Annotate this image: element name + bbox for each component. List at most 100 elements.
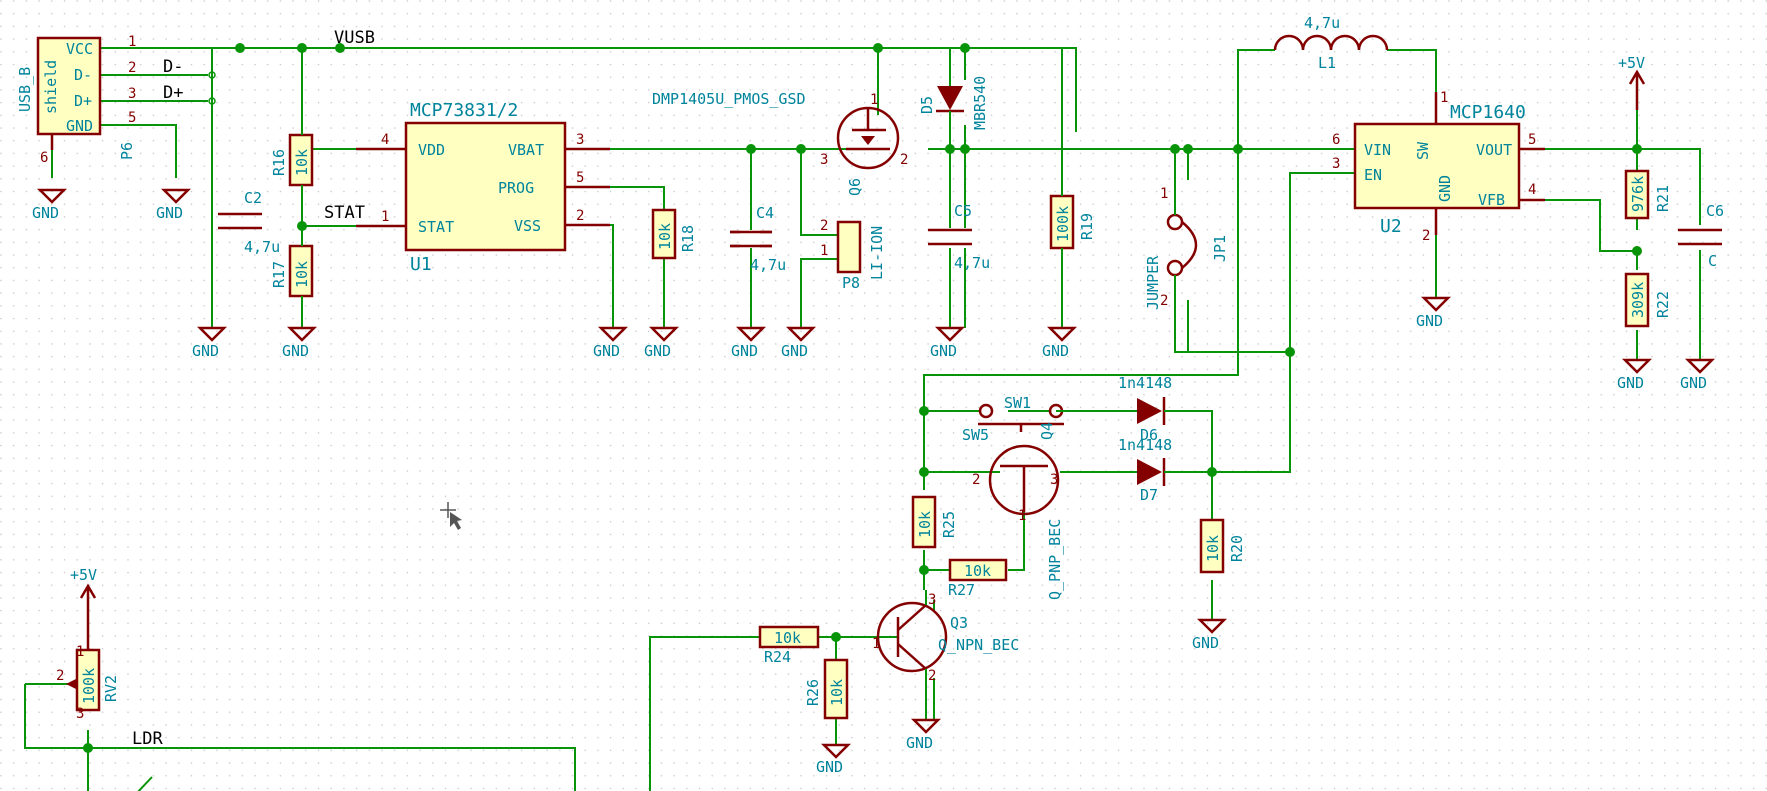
plus5v-symbol: +5V — [1618, 54, 1645, 110]
battery-connector-p8[interactable]: 2 1 P8 LI-ION — [820, 218, 886, 292]
r22-ref: R22 — [1654, 291, 1672, 318]
ic-u2-mcp1640[interactable]: VIN EN VOUT VFB SW GND 6 3 1 5 4 2 MCP16… — [1332, 90, 1545, 244]
capacitor-c2[interactable]: C2 4,7u — [218, 189, 280, 256]
pin-name-vcc: VCC — [66, 40, 93, 58]
resistor-r21[interactable]: 976k R21 — [1624, 169, 1672, 220]
gnd-symbol: GND — [32, 188, 68, 222]
rv2-pin-3: 3 — [76, 706, 84, 722]
gnd-label: GND — [906, 734, 933, 752]
u2-pinnum-6: 6 — [1332, 132, 1340, 148]
gnd-label: GND — [731, 342, 758, 360]
r18-value: 10k — [656, 223, 674, 250]
capacitor-c6[interactable]: C6 C — [1678, 202, 1724, 270]
q3-pin-2: 2 — [928, 668, 936, 684]
p8-pin-2: 2 — [820, 218, 828, 234]
r19-value: 100k — [1054, 206, 1072, 242]
gnd-label: GND — [816, 758, 843, 776]
u2-pinnum-4: 4 — [1528, 182, 1536, 198]
diode-d7[interactable]: 1n4148 D7 — [1118, 436, 1172, 504]
resistor-r18[interactable]: 10k R18 — [651, 208, 697, 260]
gnd-symbol: GND — [781, 326, 817, 360]
jp1-value: JUMPER — [1144, 255, 1162, 310]
usb-value: USB_B — [16, 67, 34, 112]
pin-num-1: 1 — [128, 34, 136, 50]
diode-d6[interactable]: 1n4148 D6 — [1118, 374, 1172, 444]
potentiometer-rv2[interactable]: 2 1 3 100k RV2 — [56, 644, 120, 722]
gnd-label: GND — [1680, 374, 1707, 392]
d6-ref: D6 — [1140, 426, 1158, 444]
gnd-symbol: GND — [930, 326, 966, 360]
u1-pin-stat: STAT — [418, 218, 454, 236]
resistor-r22[interactable]: 309k R22 — [1624, 272, 1672, 328]
q6-pin-3: 3 — [820, 152, 828, 168]
resistor-r26[interactable]: 10k R26 — [804, 658, 849, 720]
pmos-q6[interactable]: 1 3 2 DMP1405U_PMOS_GSD Q6 — [652, 90, 908, 196]
q6-pin-1: 1 — [870, 92, 878, 108]
r27-value: 10k — [964, 562, 991, 580]
q4-pin-1: 1 — [1018, 508, 1026, 524]
c2-ref: C2 — [244, 189, 262, 207]
r24-value: 10k — [774, 629, 801, 647]
sw1-ref: SW1 — [1004, 394, 1031, 412]
npn-transistor-q3[interactable]: 3 1 2 Q3 Q_NPN_BEC — [872, 592, 1019, 684]
c5-value: 4,7u — [954, 254, 990, 272]
mouse-cursor — [440, 502, 462, 530]
q4-pin-2: 2 — [972, 472, 980, 488]
u2-pin-vin: VIN — [1364, 141, 1391, 159]
resistor-r17[interactable]: 10k R17 — [270, 244, 314, 298]
capacitor-c4[interactable]: C4 4,7u — [730, 204, 786, 274]
q3-pin-3: 3 — [928, 592, 936, 608]
gnd-symbol: GND — [593, 326, 629, 360]
power-symbols: GND GND GND GND GND GND GND GND GND GND … — [32, 54, 1716, 776]
usb-shield-label: shield — [42, 60, 60, 114]
u1-pinnum-3: 3 — [576, 132, 584, 148]
ic-u1-mcp73831[interactable]: VDD STAT VBAT PROG VSS 4 1 3 5 2 MCP7383… — [356, 100, 610, 275]
u2-pin-sw: SW — [1414, 141, 1432, 160]
gnd-label: GND — [644, 342, 671, 360]
d7-ref: D7 — [1140, 486, 1158, 504]
u1-pinnum-2: 2 — [576, 208, 584, 224]
u1-pinnum-4: 4 — [381, 132, 389, 148]
r25-value: 10k — [916, 511, 934, 538]
usb-ref: P6 — [118, 142, 136, 160]
c5-ref: C5 — [954, 202, 972, 220]
u1-value: MCP73831/2 — [410, 100, 518, 121]
pnp-transistor-q4[interactable]: 2 3 1 Q4 Q_PNP_BEC — [972, 422, 1064, 600]
net-label-dminus: D- — [163, 57, 183, 77]
gnd-label: GND — [781, 342, 808, 360]
resistor-r20[interactable]: 10k R20 — [1199, 518, 1246, 574]
gnd-label: GND — [1617, 374, 1644, 392]
capacitor-c5[interactable]: C5 4,7u — [928, 202, 990, 272]
plus5v-symbol: +5V — [70, 566, 97, 650]
u1-pin-prog: PROG — [498, 179, 534, 197]
resistor-r25[interactable]: 10k R25 — [911, 495, 958, 549]
pin-name-dplus: D+ — [74, 92, 92, 110]
resistor-r27[interactable]: 10k R27 — [948, 558, 1008, 599]
r24-ref: R24 — [764, 648, 791, 666]
pin-num-5: 5 — [128, 110, 136, 126]
inductor-l1[interactable]: 4,7u L1 — [1273, 14, 1389, 72]
gnd-symbol: GND — [906, 718, 942, 752]
u2-ref: U2 — [1380, 216, 1402, 237]
r17-ref: R17 — [270, 261, 288, 288]
u2-pinnum-2: 2 — [1422, 228, 1430, 244]
gnd-label: GND — [192, 342, 219, 360]
jp1-pin-1: 1 — [1160, 186, 1168, 202]
gnd-symbol: GND — [816, 743, 852, 776]
resistor-r24[interactable]: 10k R24 — [758, 625, 820, 666]
q6-ref: Q6 — [846, 178, 864, 196]
rv2-value: 100k — [80, 668, 98, 704]
gnd-symbol: GND — [192, 326, 228, 360]
usb-connector-p6[interactable]: VCC D- D+ GND 1 2 3 5 6 shield USB_B P6 — [16, 34, 216, 166]
u2-pinnum-3: 3 — [1332, 156, 1340, 172]
switch-sw1[interactable]: SW1 SW5 — [962, 394, 1064, 444]
rv2-pin-1: 1 — [76, 644, 84, 660]
p8-pin-1: 1 — [820, 243, 828, 259]
gnd-symbol: GND — [644, 326, 680, 360]
r19-ref: R19 — [1078, 213, 1096, 240]
r16-value: 10k — [293, 149, 311, 176]
u2-pinnum-1: 1 — [1440, 90, 1448, 106]
c6-value: C — [1708, 252, 1717, 270]
c4-value: 4,7u — [750, 256, 786, 274]
gnd-symbol: GND — [731, 326, 767, 360]
